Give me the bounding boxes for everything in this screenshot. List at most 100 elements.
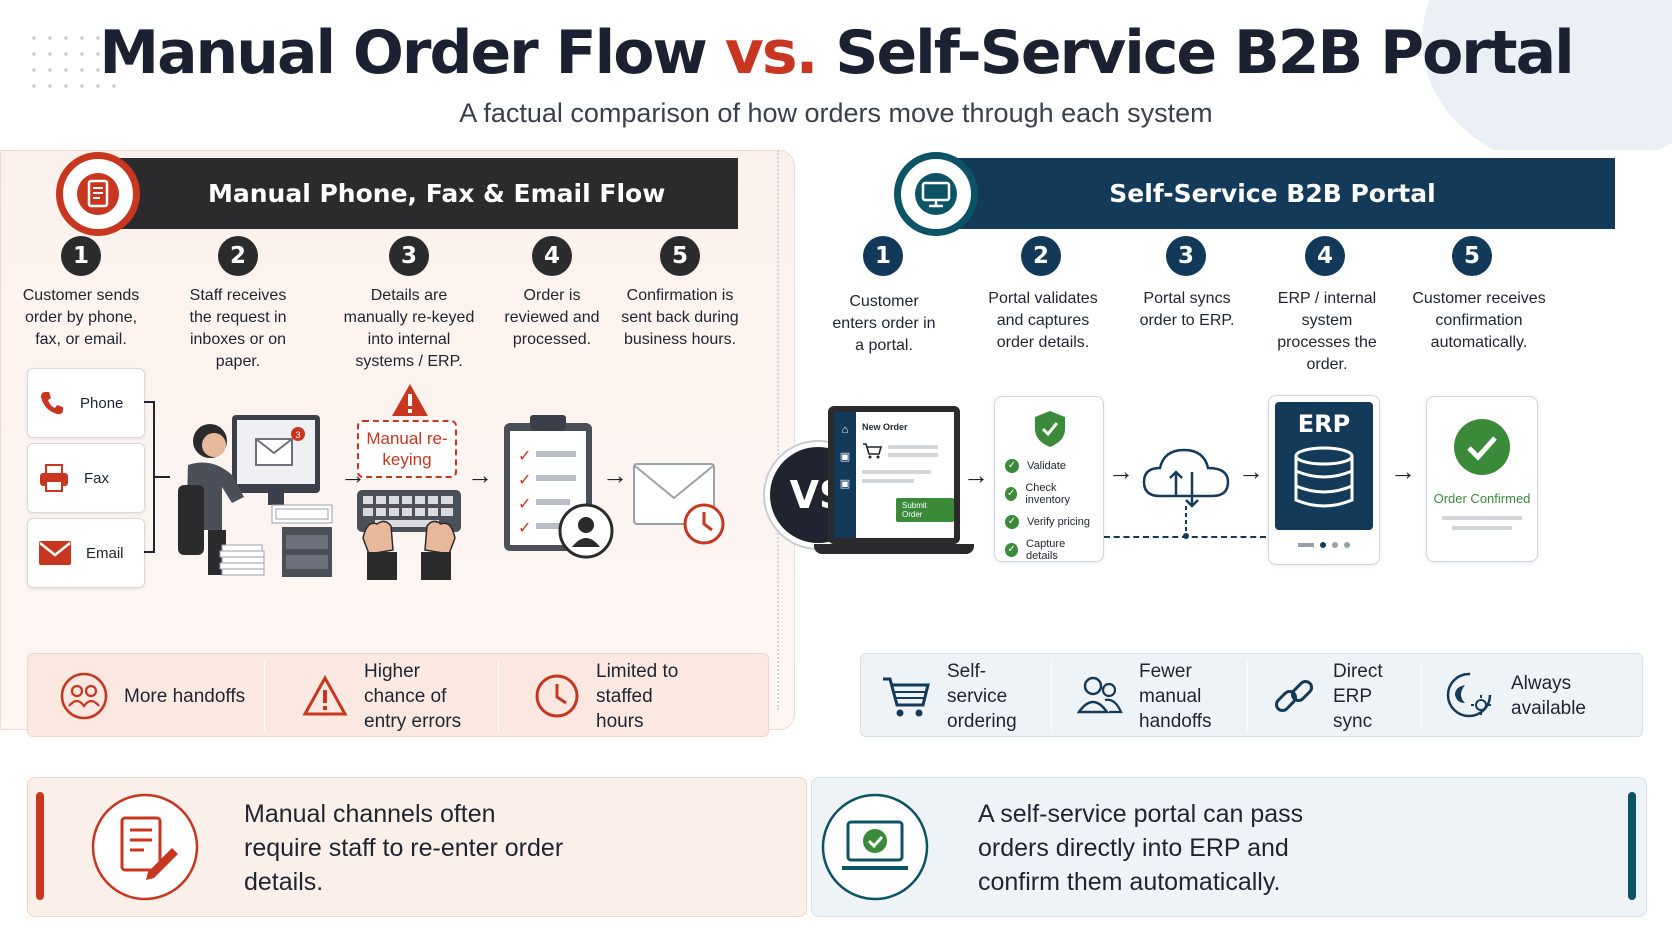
cart-icon: ▣ xyxy=(839,451,851,463)
link-icon xyxy=(1274,679,1314,713)
flow-arrow: → xyxy=(602,460,628,490)
accent-bar xyxy=(1628,792,1636,900)
dot-grid-decoration xyxy=(26,30,126,94)
step-number: 2 xyxy=(1021,236,1061,276)
users-icon xyxy=(1077,676,1123,714)
cloud-sync-icon xyxy=(1142,448,1230,539)
step-number: 2 xyxy=(218,236,258,276)
step-text: ERP / internal system processes the orde… xyxy=(1277,290,1377,373)
divider xyxy=(1247,661,1248,731)
validation-item: Validate xyxy=(1027,460,1066,472)
validation-item: Capture details xyxy=(1026,538,1066,562)
channel-label: Email xyxy=(86,544,124,562)
laptop-check-icon xyxy=(821,793,929,901)
erp-label: ERP xyxy=(1297,410,1351,438)
portal-benefits-strip: Self-service ordering Fewer manual hando… xyxy=(860,653,1643,737)
flow-arrow: → xyxy=(340,460,366,490)
clipboard-checklist-illustration: ✓ ✓ ✓ ✓ xyxy=(504,415,614,559)
step-number: 3 xyxy=(389,236,429,276)
step-text: Customer sends order by phone, fax, or e… xyxy=(22,287,140,348)
feature-item: Higher chance of entry errors xyxy=(302,661,474,732)
step-text: Confirmation is sent back during busines… xyxy=(621,287,739,348)
flow-arrow: → xyxy=(963,460,989,490)
portal-flow-header: Self-Service B2B Portal xyxy=(930,158,1615,229)
phone-icon xyxy=(41,392,63,415)
callout-text: A self-service portal can pass orders di… xyxy=(978,800,1304,896)
database-icon xyxy=(1294,446,1354,508)
manual-drawbacks-strip: More handoffs Higher chance of entry err… xyxy=(27,653,769,737)
feature-item: Self-service ordering xyxy=(881,661,1039,732)
fax-icon xyxy=(40,464,68,492)
step-number: 3 xyxy=(1166,236,1206,276)
laptop-base xyxy=(814,544,974,554)
check-circle-icon xyxy=(1454,419,1510,475)
feature-item: Direct ERP sync xyxy=(1271,661,1413,732)
check-icon: ✓ xyxy=(1005,459,1019,473)
check-icon: ✓ xyxy=(1005,515,1019,529)
moon-sun-icon xyxy=(1446,672,1492,718)
flow-arrow: → xyxy=(1390,456,1416,486)
feature-text: Self-service ordering xyxy=(947,660,1017,732)
laptop-portal-screen: ⌂ ▣ ▣ New Order Submit Order xyxy=(828,406,960,544)
step-number: 1 xyxy=(61,236,101,276)
channel-label: Phone xyxy=(80,394,124,412)
feature-item: Fewer manual handoffs xyxy=(1077,661,1249,732)
channel-label: Fax xyxy=(84,469,110,487)
shield-check-icon xyxy=(1035,411,1065,447)
svg-text:✓: ✓ xyxy=(518,494,531,513)
validation-item: Verify pricing xyxy=(1027,516,1090,528)
step-text: Details are manually re-keyed into inter… xyxy=(343,287,475,370)
flow-arrow: → xyxy=(467,460,493,490)
channel-phone: Phone xyxy=(27,368,145,438)
envelope-icon xyxy=(39,541,71,565)
feature-item: More handoffs xyxy=(60,668,245,724)
monitor-icon xyxy=(894,152,978,236)
cart-icon xyxy=(863,443,882,459)
title-part-1: Manual Order Flow xyxy=(99,18,707,88)
staff-desk-illustration: 3 xyxy=(178,415,333,577)
feature-text: Direct ERP sync xyxy=(1333,660,1383,732)
envelope-clock-illustration xyxy=(633,463,725,545)
erp-card: ERP xyxy=(1268,395,1380,565)
title-vs: vs. xyxy=(724,18,819,88)
portal-summary-callout: A self-service portal can pass orders di… xyxy=(811,777,1647,917)
portal-screen-title: New Order xyxy=(862,422,908,432)
people-icon xyxy=(60,672,108,720)
step-number: 4 xyxy=(532,236,572,276)
portal-flow-panel xyxy=(838,150,1672,730)
accent-bar xyxy=(36,792,44,900)
step-number: 1 xyxy=(863,236,903,276)
validation-card: ✓Validate ✓Check inventory ✓Verify prici… xyxy=(994,396,1104,562)
svg-text:✓: ✓ xyxy=(518,446,531,465)
svg-text:3: 3 xyxy=(295,430,300,440)
svg-text:✓: ✓ xyxy=(518,470,531,489)
cart-icon xyxy=(883,677,930,717)
channel-email: Email xyxy=(27,518,145,588)
channels-bracket xyxy=(144,401,170,553)
document-icon xyxy=(56,152,140,236)
sync-connector xyxy=(1104,536,1266,538)
manual-rekeying-label: Manual re-keying xyxy=(357,420,457,478)
flow-arrow: → xyxy=(1238,456,1264,486)
step-text: Customer enters order in a portal. xyxy=(832,293,936,354)
feature-text: Always available xyxy=(1511,673,1586,719)
check-icon: ✓ xyxy=(1005,487,1018,501)
home-icon: ⌂ xyxy=(841,424,849,436)
step-number: 4 xyxy=(1305,236,1345,276)
divider xyxy=(1421,661,1422,731)
divider xyxy=(498,661,499,731)
feature-text: More handoffs xyxy=(124,685,246,707)
check-icon: ✓ xyxy=(1005,543,1019,557)
step-text: Order is reviewed and processed. xyxy=(504,287,600,348)
flow-arrow: → xyxy=(1108,456,1134,486)
step-text: Portal validates and captures order deta… xyxy=(988,290,1098,351)
step-number: 5 xyxy=(660,236,700,276)
submit-order-button[interactable]: Submit Order xyxy=(896,498,954,522)
step-text: Staff receives the request in inboxes or… xyxy=(189,287,287,370)
feature-text: Fewer manual handoffs xyxy=(1139,660,1212,732)
svg-text:✓: ✓ xyxy=(518,518,531,537)
warning-triangle-icon xyxy=(392,384,428,416)
keyboard-hands-illustration xyxy=(357,490,461,580)
step-text: Customer receives confirmation automatic… xyxy=(1412,290,1546,351)
manual-summary-callout: Manual channels often require staff to r… xyxy=(27,777,807,917)
